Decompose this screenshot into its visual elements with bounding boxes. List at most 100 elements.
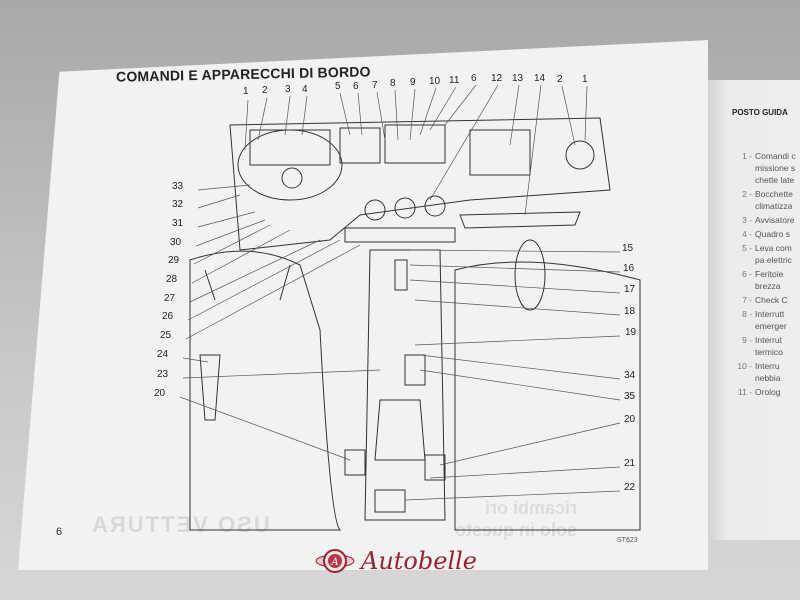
callout-label: 1 <box>243 86 249 97</box>
center-display <box>384 124 446 164</box>
legend-number: 9 - <box>742 335 752 345</box>
callout-label: 24 <box>157 349 169 360</box>
legend-number: 7 - <box>742 295 752 305</box>
autobelle-emblem-icon: A <box>315 549 355 573</box>
svg-text:A: A <box>330 557 338 568</box>
legend-number: 4 - <box>742 229 752 239</box>
glovebox <box>469 129 531 176</box>
callout-label: 29 <box>168 255 180 266</box>
callout-label: 14 <box>534 73 546 84</box>
callout-label: 2 <box>262 85 268 96</box>
ashtray <box>374 489 406 513</box>
switch-panel <box>339 127 381 164</box>
legend-text: Leva com <box>755 243 792 253</box>
handbrake <box>374 399 426 461</box>
legend-text: Avvisatore <box>755 215 795 225</box>
callout-label: 30 <box>170 237 182 248</box>
legend-item: 8 -Interrutt emerger <box>736 308 796 332</box>
figure-code: ST623 <box>617 537 638 544</box>
legend-number: 8 - <box>742 309 752 319</box>
headrest-right <box>514 239 546 311</box>
legend-item: 11 -Orolog <box>736 386 796 398</box>
legend-number: 5 - <box>742 243 752 253</box>
steering-hub <box>281 167 303 189</box>
callout-label: 18 <box>624 306 636 317</box>
legend-number: 10 - <box>737 361 752 371</box>
air-vent-right <box>565 140 595 170</box>
legend-text: Check C <box>755 295 788 305</box>
callout-label: 33 <box>172 181 184 192</box>
shelf <box>459 211 581 229</box>
gear-lever <box>394 259 408 291</box>
page-number: 6 <box>56 526 63 538</box>
callout-label: 1 <box>582 74 588 85</box>
callout-label: 23 <box>157 369 169 380</box>
seat-left <box>189 250 342 531</box>
callout-label: 17 <box>624 284 636 295</box>
callout-label: 35 <box>624 391 636 402</box>
right-page-title: POSTO GUIDA <box>732 108 788 117</box>
window-switches <box>404 354 426 386</box>
legend-text: Bocchette <box>755 189 793 199</box>
callout-label: 26 <box>162 311 174 322</box>
vent-3 <box>424 195 446 217</box>
callout-label: 19 <box>625 327 637 338</box>
callout-label: 5 <box>335 81 341 92</box>
callout-label: 22 <box>624 482 636 493</box>
callout-label: 8 <box>390 78 396 89</box>
callout-label: 20 <box>624 414 636 425</box>
seat-switch-right <box>424 454 446 481</box>
instrument-cluster <box>249 129 331 166</box>
legend-text: climatizza <box>755 201 793 211</box>
legend-text: emerger <box>755 321 787 331</box>
callout-label: 3 <box>285 84 291 95</box>
seat-right <box>454 261 641 531</box>
callout-label: 12 <box>491 73 503 84</box>
callout-label: 16 <box>623 263 635 274</box>
lever-24 <box>199 354 221 421</box>
dashboard-outline <box>229 117 611 251</box>
callout-label: 15 <box>622 243 634 254</box>
legend-text: missione s <box>755 163 796 173</box>
headrest-left <box>204 264 291 301</box>
callout-label: 21 <box>624 458 636 469</box>
legend-text: Interrutt <box>755 309 785 319</box>
callout-label: 13 <box>512 73 524 84</box>
legend-text: Interru <box>755 361 780 371</box>
legend-text: Interrut <box>755 335 782 345</box>
callout-label: 7 <box>372 80 378 91</box>
legend-text: pa elettric <box>755 255 792 265</box>
radio <box>344 227 456 243</box>
seat-switch-left <box>344 449 366 476</box>
watermark-text: Autobelle <box>361 547 478 575</box>
callout-label: 28 <box>166 274 178 285</box>
callout-label: 27 <box>164 293 176 304</box>
callout-label: 4 <box>302 84 308 95</box>
legend-item: 2 -Bocchette climatizza <box>736 188 796 212</box>
legend-item: 7 -Check C <box>736 294 796 306</box>
legend-number: 2 - <box>742 189 752 199</box>
legend-number: 6 - <box>742 269 752 279</box>
legend-text: Quadro s <box>755 229 790 239</box>
callout-label: 25 <box>160 330 172 341</box>
callout-label: 31 <box>172 218 184 229</box>
legend-item: 5 -Leva com pa elettric <box>736 242 796 266</box>
legend-number: 3 - <box>742 215 752 225</box>
legend-number: 1 - <box>742 151 752 161</box>
callout-label: 2 <box>557 74 563 85</box>
callout-label: 20 <box>154 388 166 399</box>
legend-item: 3 -Avvisatore <box>736 214 796 226</box>
watermark-logo: A Autobelle <box>315 547 477 575</box>
vent-2 <box>394 197 416 219</box>
legend-text: chette late <box>755 175 795 185</box>
leader-lines <box>179 84 621 501</box>
callout-label: 11 <box>449 75 460 86</box>
legend-item: 10 -Interru nebbia <box>736 360 796 384</box>
legend-item: 4 -Quadro s <box>736 228 796 240</box>
legend-text: nebbia <box>755 373 781 383</box>
